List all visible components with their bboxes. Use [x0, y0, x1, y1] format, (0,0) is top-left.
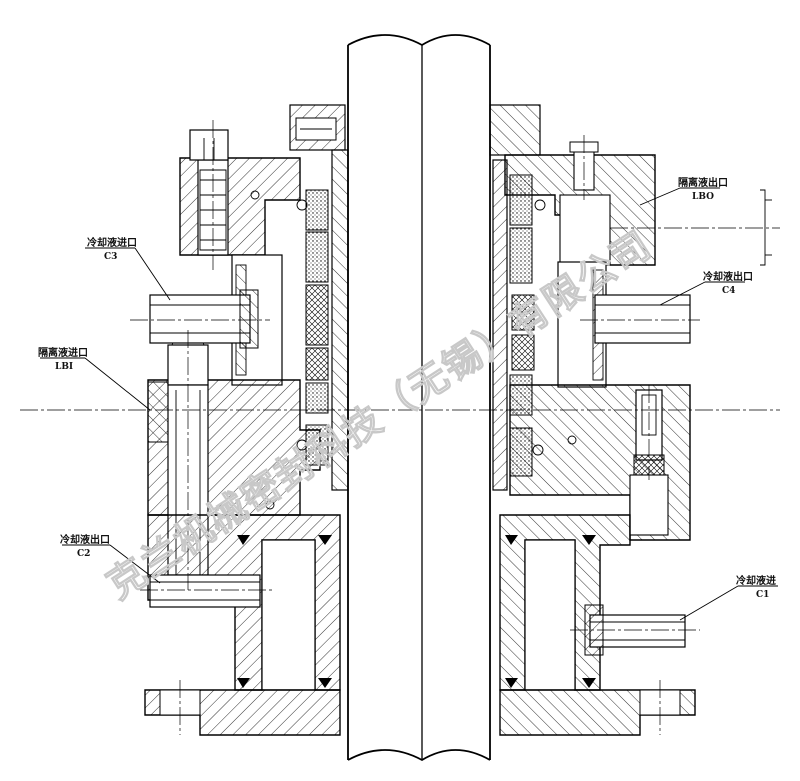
right-ports: [584, 189, 772, 656]
left-sleeve: [289, 104, 349, 491]
label-code: C1: [756, 590, 769, 600]
label-name: 冷却液出口: [703, 270, 753, 283]
label-code: C2: [77, 549, 90, 559]
label-code: LBO: [692, 192, 714, 202]
label-coolant-c1: 冷却液进 C1: [736, 574, 776, 600]
right-sleeve: [489, 104, 541, 491]
label-name: 隔离液出口: [678, 176, 728, 189]
left-ports: [149, 289, 261, 608]
label-code: LBI: [55, 362, 73, 372]
label-isolation-out: 隔离液出口 LBO: [678, 176, 728, 202]
label-coolant-in-c3: 冷却液进口 C3: [87, 236, 137, 262]
label-coolant-out-c4: 冷却液出口 C4: [703, 270, 753, 296]
label-code: C4: [722, 286, 735, 296]
label-name: 冷却液出口: [60, 533, 110, 546]
label-coolant-out-c2: 冷却液出口 C2: [60, 533, 110, 559]
centerlines: [20, 120, 780, 735]
label-name: 冷却液进: [736, 574, 776, 587]
label-code: C3: [104, 252, 117, 262]
leader-lines: [40, 187, 778, 621]
left-seal-rings: [250, 189, 329, 510]
label-name: 隔离液进口: [38, 346, 88, 359]
label-name: 冷却液进口: [87, 236, 137, 249]
label-isolation-in: 隔离液进口 LBI: [38, 346, 88, 372]
